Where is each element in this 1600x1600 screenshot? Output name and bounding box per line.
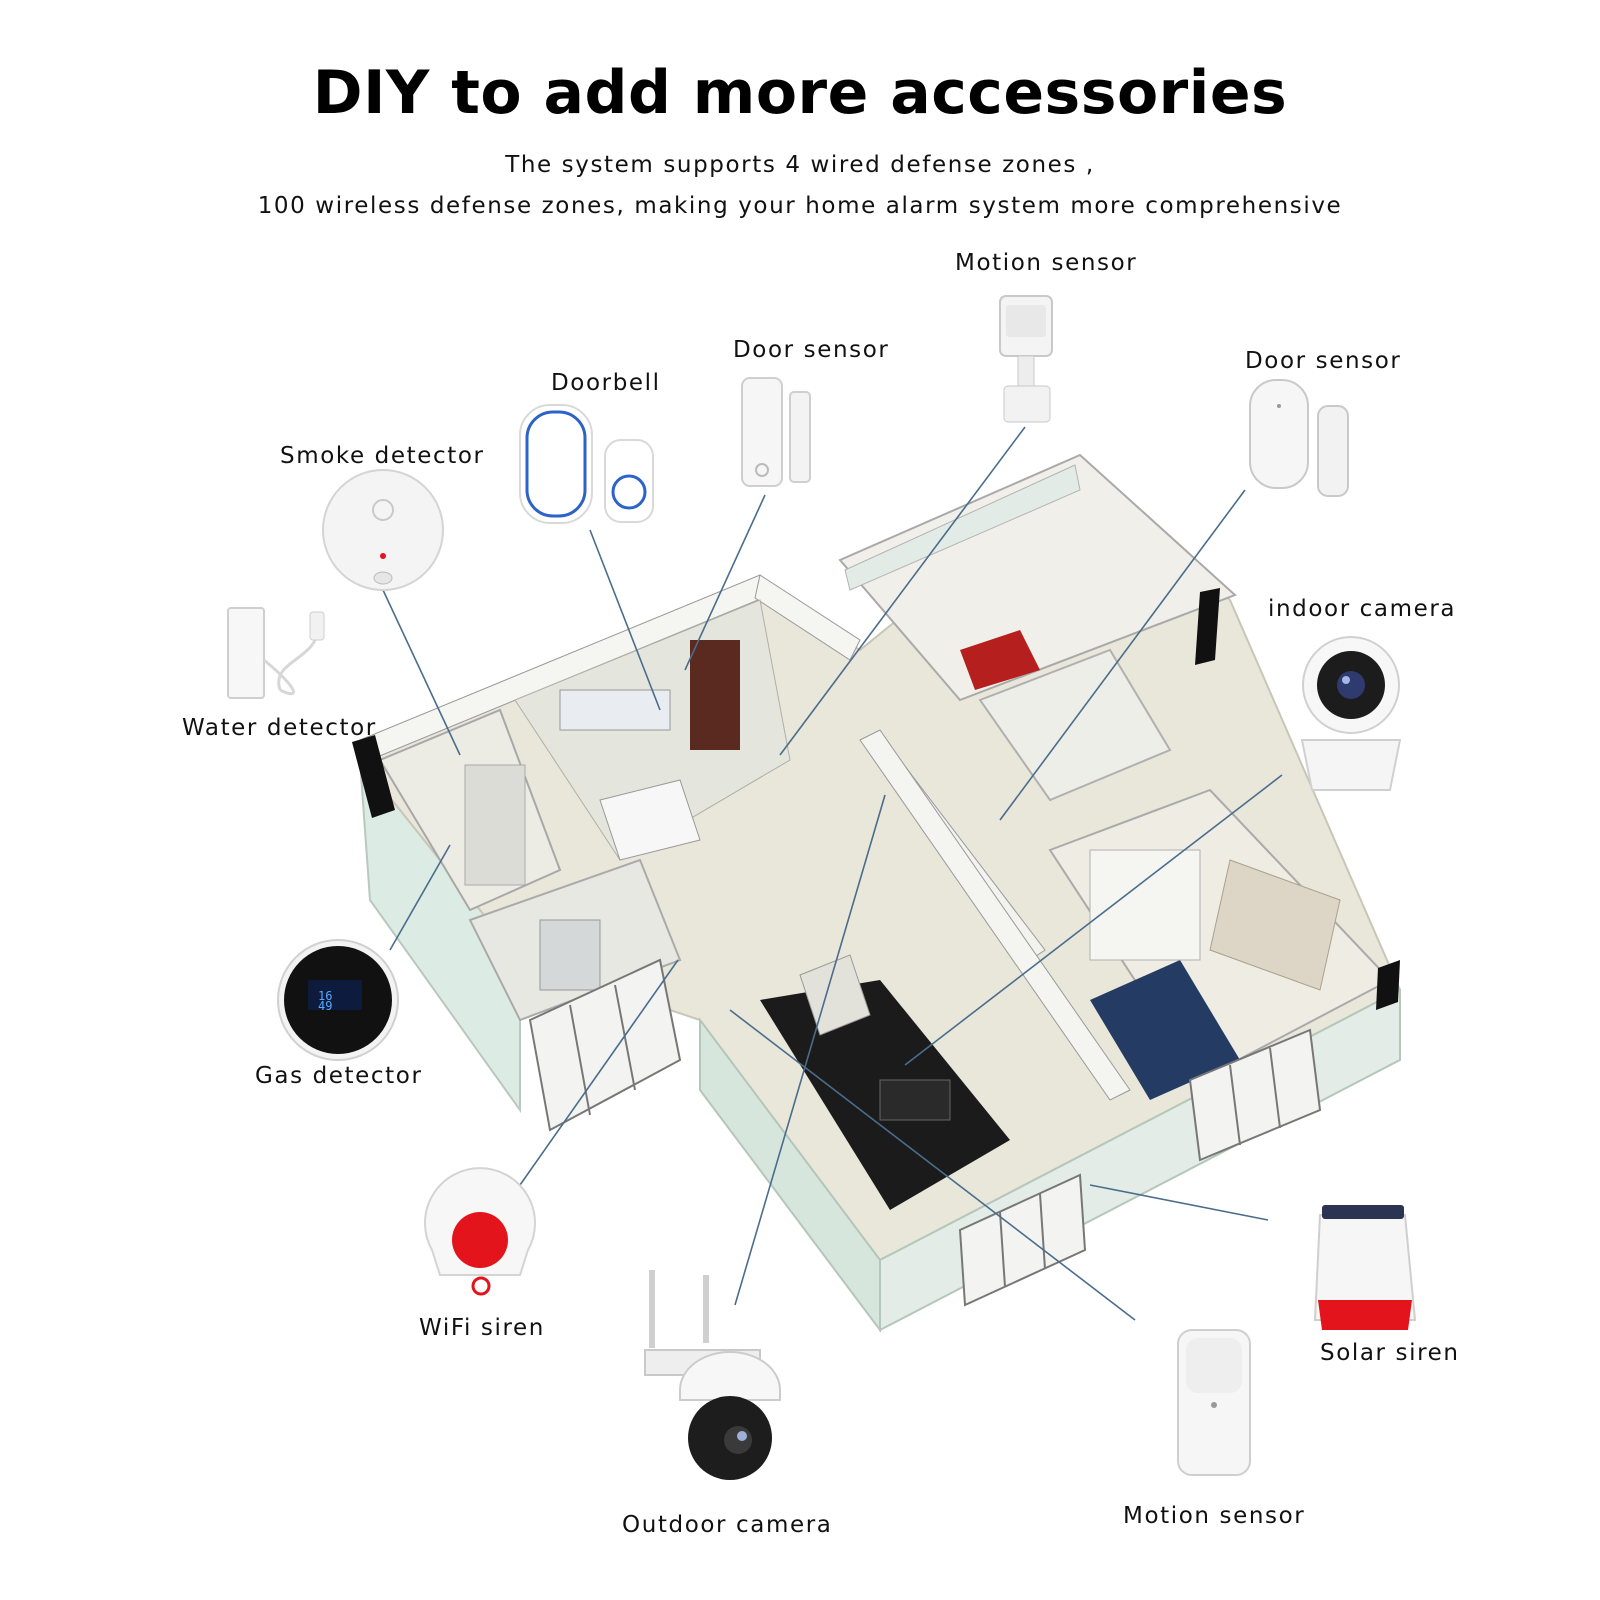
svg-text:16: 16 bbox=[318, 989, 332, 1003]
label-doorbell: Doorbell bbox=[551, 370, 661, 396]
label-door-sensor-left: Door sensor bbox=[733, 337, 890, 363]
outdoor-camera-icon bbox=[644, 1270, 781, 1480]
house-floorplan bbox=[352, 453, 1402, 1333]
label-wifi-siren: WiFi siren bbox=[419, 1315, 545, 1341]
label-motion-sensor-bottom: Motion sensor bbox=[1123, 1503, 1306, 1529]
door-sensor-left-icon bbox=[741, 377, 811, 487]
indoor-camera-icon bbox=[1300, 636, 1402, 791]
page-title: DIY to add more accessories bbox=[312, 58, 1288, 128]
wifi-siren-icon bbox=[424, 1167, 536, 1296]
label-door-sensor-right: Door sensor bbox=[1245, 348, 1402, 374]
door-sensor-right-icon bbox=[1249, 379, 1349, 497]
label-outdoor-camera: Outdoor camera bbox=[622, 1512, 833, 1538]
label-motion-sensor-top: Motion sensor bbox=[955, 250, 1138, 276]
subtitle-line-2: 100 wireless defense zones, making your … bbox=[257, 193, 1343, 219]
label-indoor-camera: indoor camera bbox=[1268, 596, 1457, 622]
smoke-detector-icon bbox=[322, 469, 444, 591]
connector-lines bbox=[382, 426, 1283, 1321]
doorbell-icon bbox=[519, 404, 654, 524]
motion-sensor-bottom-icon bbox=[1177, 1329, 1251, 1476]
motion-sensor-top-icon bbox=[999, 295, 1053, 423]
solar-siren-icon bbox=[1313, 1205, 1417, 1330]
svg-text:49: 49 bbox=[318, 999, 332, 1013]
label-gas-detector: Gas detector bbox=[255, 1063, 423, 1089]
gas-detector-icon: 16 49 bbox=[277, 939, 399, 1061]
label-solar-siren: Solar siren bbox=[1320, 1340, 1460, 1366]
subtitle-line-1: The system supports 4 wired defense zone… bbox=[505, 152, 1095, 178]
label-water-detector: Water detector bbox=[182, 715, 377, 741]
water-detector-icon bbox=[227, 607, 325, 699]
label-smoke-detector: Smoke detector bbox=[280, 443, 485, 469]
